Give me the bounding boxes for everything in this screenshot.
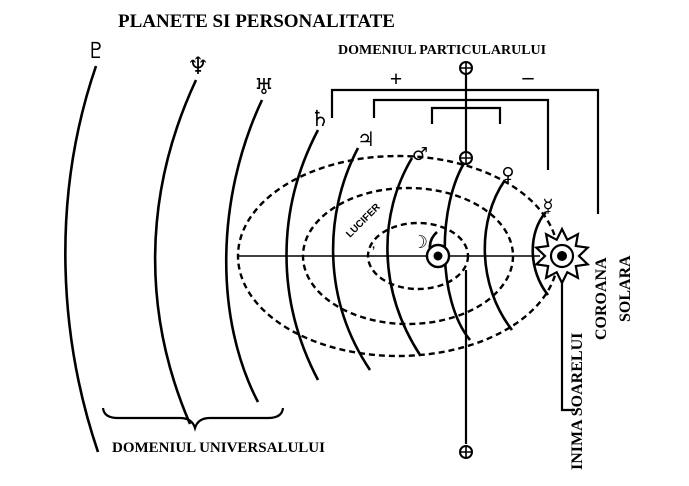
particular-bracket <box>330 66 600 214</box>
venus-icon: ♀ <box>501 164 514 185</box>
bracket-inner <box>372 98 550 170</box>
saturn-icon: ♄ <box>310 107 330 132</box>
mars-icon: ♂ <box>412 144 428 165</box>
sun-corona <box>533 226 591 286</box>
arc-neptune <box>153 79 198 425</box>
earth-mid-cross <box>460 152 472 164</box>
lucifer-label: LUCIFER <box>344 201 383 240</box>
universal-brace <box>101 407 285 432</box>
minus-sign: – <box>522 64 535 89</box>
planet-arcs <box>64 65 550 453</box>
arc-uranus <box>224 99 264 403</box>
arc-mercury <box>531 211 550 296</box>
jupiter-icon: ♃ <box>357 127 375 151</box>
earth-markers <box>459 61 473 459</box>
mercury-icon: ☿ <box>542 196 553 217</box>
heart-sun-line <box>560 262 575 412</box>
arc-mars <box>386 157 422 356</box>
corona-label: COROANA <box>593 257 610 340</box>
moon-icon: ☽ <box>412 232 428 253</box>
heart-sun-label: INIMA SOARELUI <box>569 333 586 470</box>
bracket-small <box>430 106 502 124</box>
particular-domain-label: DOMENIUL PARTICULARULUI <box>338 43 546 58</box>
arc-pluto <box>64 65 100 453</box>
sun-core <box>557 251 567 261</box>
plus-sign: + <box>390 66 403 91</box>
solara-label: SOLARA <box>617 255 634 322</box>
arc-saturn <box>285 129 320 381</box>
pluto-icon: ♇ <box>86 39 106 64</box>
vertical-lines <box>464 262 575 444</box>
arc-venus <box>483 179 514 331</box>
earth-bottom-cross <box>460 446 472 458</box>
neptune-icon: ♆ <box>187 52 209 80</box>
uranus-icon: ♅ <box>254 75 274 100</box>
page-title: PLANETE SI PERSONALITATE <box>118 11 395 32</box>
central-sun-core <box>433 251 443 261</box>
lucifer-mark: , <box>372 239 375 251</box>
bracket-outer <box>330 88 600 214</box>
earth-top-cross <box>460 62 472 74</box>
central-sun <box>425 243 451 269</box>
arc-jupiter <box>331 147 372 371</box>
universal-domain-label: DOMENIUL UNIVERSALULUI <box>112 440 325 456</box>
